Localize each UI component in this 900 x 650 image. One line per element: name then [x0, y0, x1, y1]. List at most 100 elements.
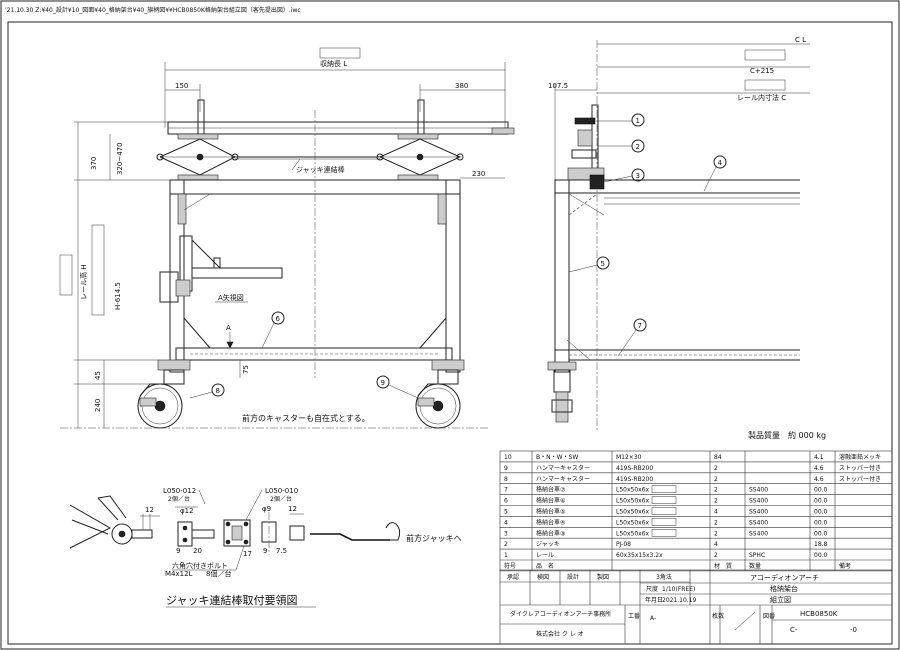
tb-product: アコーディオンアーチ: [750, 573, 819, 582]
parts-cell-material: SPHC: [749, 552, 765, 559]
part-l050-012: L050-012: [163, 487, 196, 495]
tb-date-value: 2021.10.19: [662, 597, 697, 604]
front-jack-note: 前方ジャッキへ: [406, 533, 462, 543]
balloon-3: [631, 168, 645, 182]
rail-width-label: レール内寸法 C: [737, 93, 786, 102]
parts-cell-spec: L50x50x6x: [616, 487, 650, 494]
side-post: [554, 179, 570, 373]
parts-cell-note: ストッパー付き: [839, 475, 881, 483]
tb-drawing-type: 組立図: [770, 595, 791, 604]
parts-cell-no: 2: [504, 541, 508, 548]
caster-left: [137, 359, 191, 429]
dim-phi9: φ9: [262, 505, 271, 513]
dim-phi12: φ12: [180, 507, 194, 515]
balloon-3-label: 3: [636, 172, 640, 180]
parts-cell-no: 7: [504, 487, 508, 494]
parts-cell-no: 1: [504, 552, 508, 559]
parts-cell-mass: 18.8: [814, 541, 828, 548]
parts-cell-mass: 4.1: [814, 454, 824, 461]
jack-left: [156, 133, 239, 181]
parts-cell-no: 8: [504, 476, 508, 483]
balloon-6: [271, 311, 285, 325]
parts-cell-name: 格納台車⑦: [536, 486, 566, 494]
parts-cell-no: 9: [504, 465, 508, 472]
parts-cell-no: 5: [504, 509, 508, 516]
a-view-label: A矢視図: [218, 293, 244, 302]
parts-cell-name: ハンマーキャスター: [536, 464, 590, 472]
detail-title: ジャッキ連結棒取付要領図: [166, 593, 297, 607]
jack-rod-detail: 12 L050-012 2個／台 φ12 9 20 L050-010 2個／台 …: [69, 487, 462, 608]
parts-cell-qty: 2: [714, 530, 718, 537]
dim-380: 380: [455, 82, 468, 90]
dim-150: 150: [175, 82, 188, 90]
tb-workno-label: 工番: [628, 613, 640, 620]
dim-h-614: H-614.5: [114, 282, 122, 310]
parts-cell-qty: 2: [714, 519, 718, 526]
dim-370: 370: [90, 157, 98, 170]
balloon-8: [211, 383, 225, 397]
balloon-9-label: 9: [381, 379, 385, 387]
parts-cell-name: B・N・W・SW: [536, 454, 578, 461]
parts-cell-qty: 4: [714, 541, 718, 548]
tb-rev2: -0: [850, 626, 857, 634]
parts-header: 数量: [749, 562, 761, 570]
side-view: C L C+215 107.5 レール内寸法 C: [547, 36, 810, 430]
parts-cell-name: レール: [536, 552, 554, 559]
jack-right: [376, 133, 464, 181]
file-path: '21.10.30 Z:¥40_設計¥10_図面¥40_格納架台¥40_旗柄図¥…: [5, 6, 301, 14]
dim-9a: 9: [176, 547, 180, 555]
part-l050-010-qty: 2個／台: [270, 495, 292, 503]
dim-12a: 12: [145, 506, 154, 514]
dim-107-5: 107.5: [548, 82, 568, 90]
dim-box-h614: [91, 224, 105, 316]
dim-45: 45: [94, 371, 102, 380]
tb-company: ダイクレアコーディオンアーチ事務所: [510, 610, 611, 618]
tb-approve: 承認: [507, 573, 519, 581]
dim-box: [319, 47, 361, 59]
bolt-qty: 8個／台: [206, 569, 231, 578]
balloon-4-label: 4: [718, 159, 723, 167]
frame-bottom-beam: [175, 347, 453, 361]
tb-draw: 製図: [597, 573, 609, 581]
dim-c215: C+215: [750, 67, 774, 75]
parts-cell-mass: 4.6: [814, 465, 824, 472]
parts-header: 符号: [504, 562, 516, 570]
dim-230: 230: [472, 170, 485, 178]
parts-cell-spec: PJ-08: [616, 541, 631, 548]
caster-right: [415, 359, 465, 429]
parts-cell-material: SS400: [749, 487, 768, 494]
product-mass: 製品質量 約 000 kg: [748, 430, 826, 440]
parts-header: 品 名: [536, 562, 554, 570]
parts-cell-qty: 84: [714, 454, 722, 461]
frame-left-post: [169, 179, 185, 373]
caster-note: 前方のキャスターも自在式とする。: [242, 413, 370, 423]
balloon-2-label: 2: [636, 143, 640, 151]
tb-count-label: 枚数: [712, 612, 724, 620]
dim-9b: 9: [263, 547, 267, 555]
tb-date-label: 年月日: [645, 596, 663, 604]
dim-17: 17: [243, 550, 252, 558]
dim-box-h: [59, 254, 73, 296]
tb-drawing-name: 格納架台: [770, 584, 798, 593]
parts-cell-qty: 2: [714, 498, 718, 505]
parts-cell-spec: L50x50x6x: [616, 519, 650, 526]
front-view: 収納長 L 150 380: [59, 47, 515, 429]
parts-cell-qty: 2: [714, 465, 718, 472]
dim-75: 75: [242, 365, 250, 374]
parts-cell-qty: 2: [714, 487, 718, 494]
parts-header: 備考: [839, 562, 851, 570]
parts-cell-material: SS400: [749, 530, 768, 537]
dim-box-c: [744, 49, 786, 61]
parts-cell-spec: M12×30: [616, 454, 642, 461]
part-l050-012-qty: 2個／台: [168, 495, 190, 503]
dim-240: 240: [94, 399, 102, 412]
parts-cell-mass: 00.0: [814, 498, 828, 505]
dim-12b: 12: [288, 505, 297, 513]
parts-cell-qty: 2: [714, 476, 718, 483]
bolt-spec: M4x12L: [165, 570, 193, 578]
parts-cell-spec: L50x50x6x: [616, 498, 650, 505]
dim-total-length: 収納長 L: [320, 59, 347, 68]
balloon-1: [631, 113, 645, 127]
balloon-9: [376, 375, 390, 389]
